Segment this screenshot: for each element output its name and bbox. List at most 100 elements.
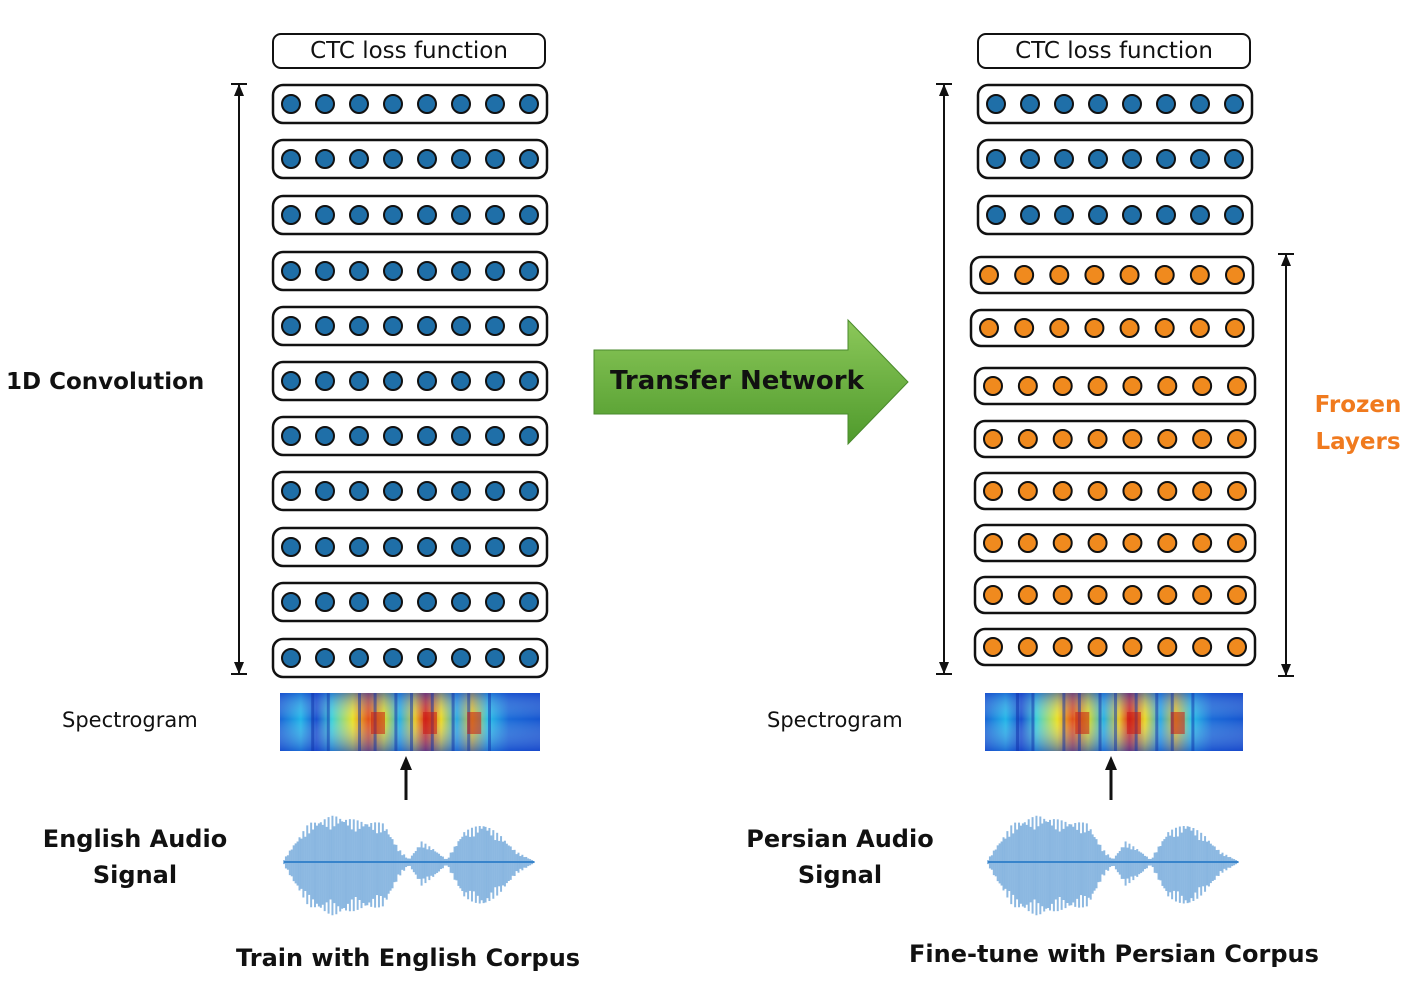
neuron <box>349 481 369 501</box>
neuron <box>1122 585 1143 605</box>
neuron <box>349 205 369 225</box>
right-layer <box>973 575 1257 615</box>
neuron <box>1087 481 1108 501</box>
neuron <box>485 648 505 668</box>
neuron <box>383 205 403 225</box>
neuron <box>1017 585 1038 605</box>
neuron <box>349 261 369 281</box>
neuron <box>315 537 335 557</box>
neuron <box>1020 149 1040 169</box>
neuron <box>1157 637 1178 657</box>
neuron <box>417 481 437 501</box>
neuron <box>417 592 437 612</box>
neuron <box>451 205 471 225</box>
neuron <box>1087 376 1108 396</box>
spectrogram-stripes <box>1015 693 1195 751</box>
neuron <box>451 371 471 391</box>
neuron <box>1054 94 1074 114</box>
neuron <box>983 481 1003 501</box>
right-layer <box>973 523 1257 563</box>
neuron <box>417 149 437 169</box>
neuron <box>1227 533 1247 553</box>
neuron <box>1052 637 1073 657</box>
neuron <box>1122 429 1143 449</box>
neuron <box>519 426 539 446</box>
neuron <box>1224 205 1244 225</box>
neuron <box>1157 376 1178 396</box>
right-layer <box>976 83 1254 125</box>
neuron <box>1157 585 1178 605</box>
neuron <box>983 637 1003 657</box>
neuron <box>281 261 301 281</box>
neuron <box>451 316 471 336</box>
left-layer-stack <box>271 83 549 679</box>
neuron <box>1224 149 1244 169</box>
neuron <box>1225 318 1245 338</box>
neuron <box>519 94 539 114</box>
transfer-arrow-label: Transfer Network <box>610 366 864 396</box>
left-caption: Train with English Corpus <box>236 944 581 972</box>
left-layer <box>271 305 549 347</box>
left-input-arrow <box>400 756 412 800</box>
right-layer <box>969 255 1255 295</box>
left-signal-label: English Audio Signal <box>42 825 228 889</box>
neuron <box>986 94 1006 114</box>
neuron <box>1122 533 1143 553</box>
neuron <box>983 533 1003 553</box>
neuron <box>417 648 437 668</box>
neuron <box>417 316 437 336</box>
right-signal-label: Persian Audio Signal <box>746 825 934 889</box>
neuron <box>1052 533 1073 553</box>
neuron <box>417 537 437 557</box>
neuron <box>1017 481 1038 501</box>
left-layer <box>271 637 549 679</box>
left-layer <box>271 360 549 402</box>
neuron <box>1192 637 1213 657</box>
neuron <box>451 481 471 501</box>
neuron <box>1224 94 1244 114</box>
neuron <box>281 592 301 612</box>
left-layer <box>271 526 549 568</box>
neuron <box>1049 265 1070 285</box>
neuron <box>1192 429 1213 449</box>
neuron <box>1122 149 1142 169</box>
neuron <box>1087 585 1108 605</box>
right-layer <box>976 138 1254 180</box>
left-network <box>231 33 549 916</box>
neuron <box>1084 265 1105 285</box>
neuron <box>349 94 369 114</box>
left-spectrogram-label: Spectrogram <box>62 708 198 732</box>
transfer-arrow <box>593 318 909 446</box>
neuron <box>1192 533 1213 553</box>
neuron <box>519 205 539 225</box>
neuron <box>349 426 369 446</box>
neuron <box>519 316 539 336</box>
neuron <box>315 261 335 281</box>
neuron <box>519 537 539 557</box>
neuron <box>349 592 369 612</box>
neuron <box>1052 585 1073 605</box>
right-layer <box>973 471 1257 511</box>
neuron <box>281 205 301 225</box>
neuron <box>383 261 403 281</box>
neuron <box>281 481 301 501</box>
neuron <box>485 537 505 557</box>
neuron <box>349 648 369 668</box>
neuron <box>1122 205 1142 225</box>
right-output-label: CTC loss function <box>1015 38 1213 64</box>
neuron <box>1084 318 1105 338</box>
right-input-arrow <box>1105 756 1117 800</box>
neuron <box>281 648 301 668</box>
neuron <box>281 94 301 114</box>
neuron <box>1190 94 1210 114</box>
neuron <box>1122 376 1143 396</box>
neuron <box>1088 94 1108 114</box>
right-layer <box>976 194 1254 236</box>
neuron <box>485 481 505 501</box>
neuron <box>315 592 335 612</box>
left-audio-waveform <box>283 815 535 916</box>
neuron <box>417 261 437 281</box>
neuron <box>349 537 369 557</box>
